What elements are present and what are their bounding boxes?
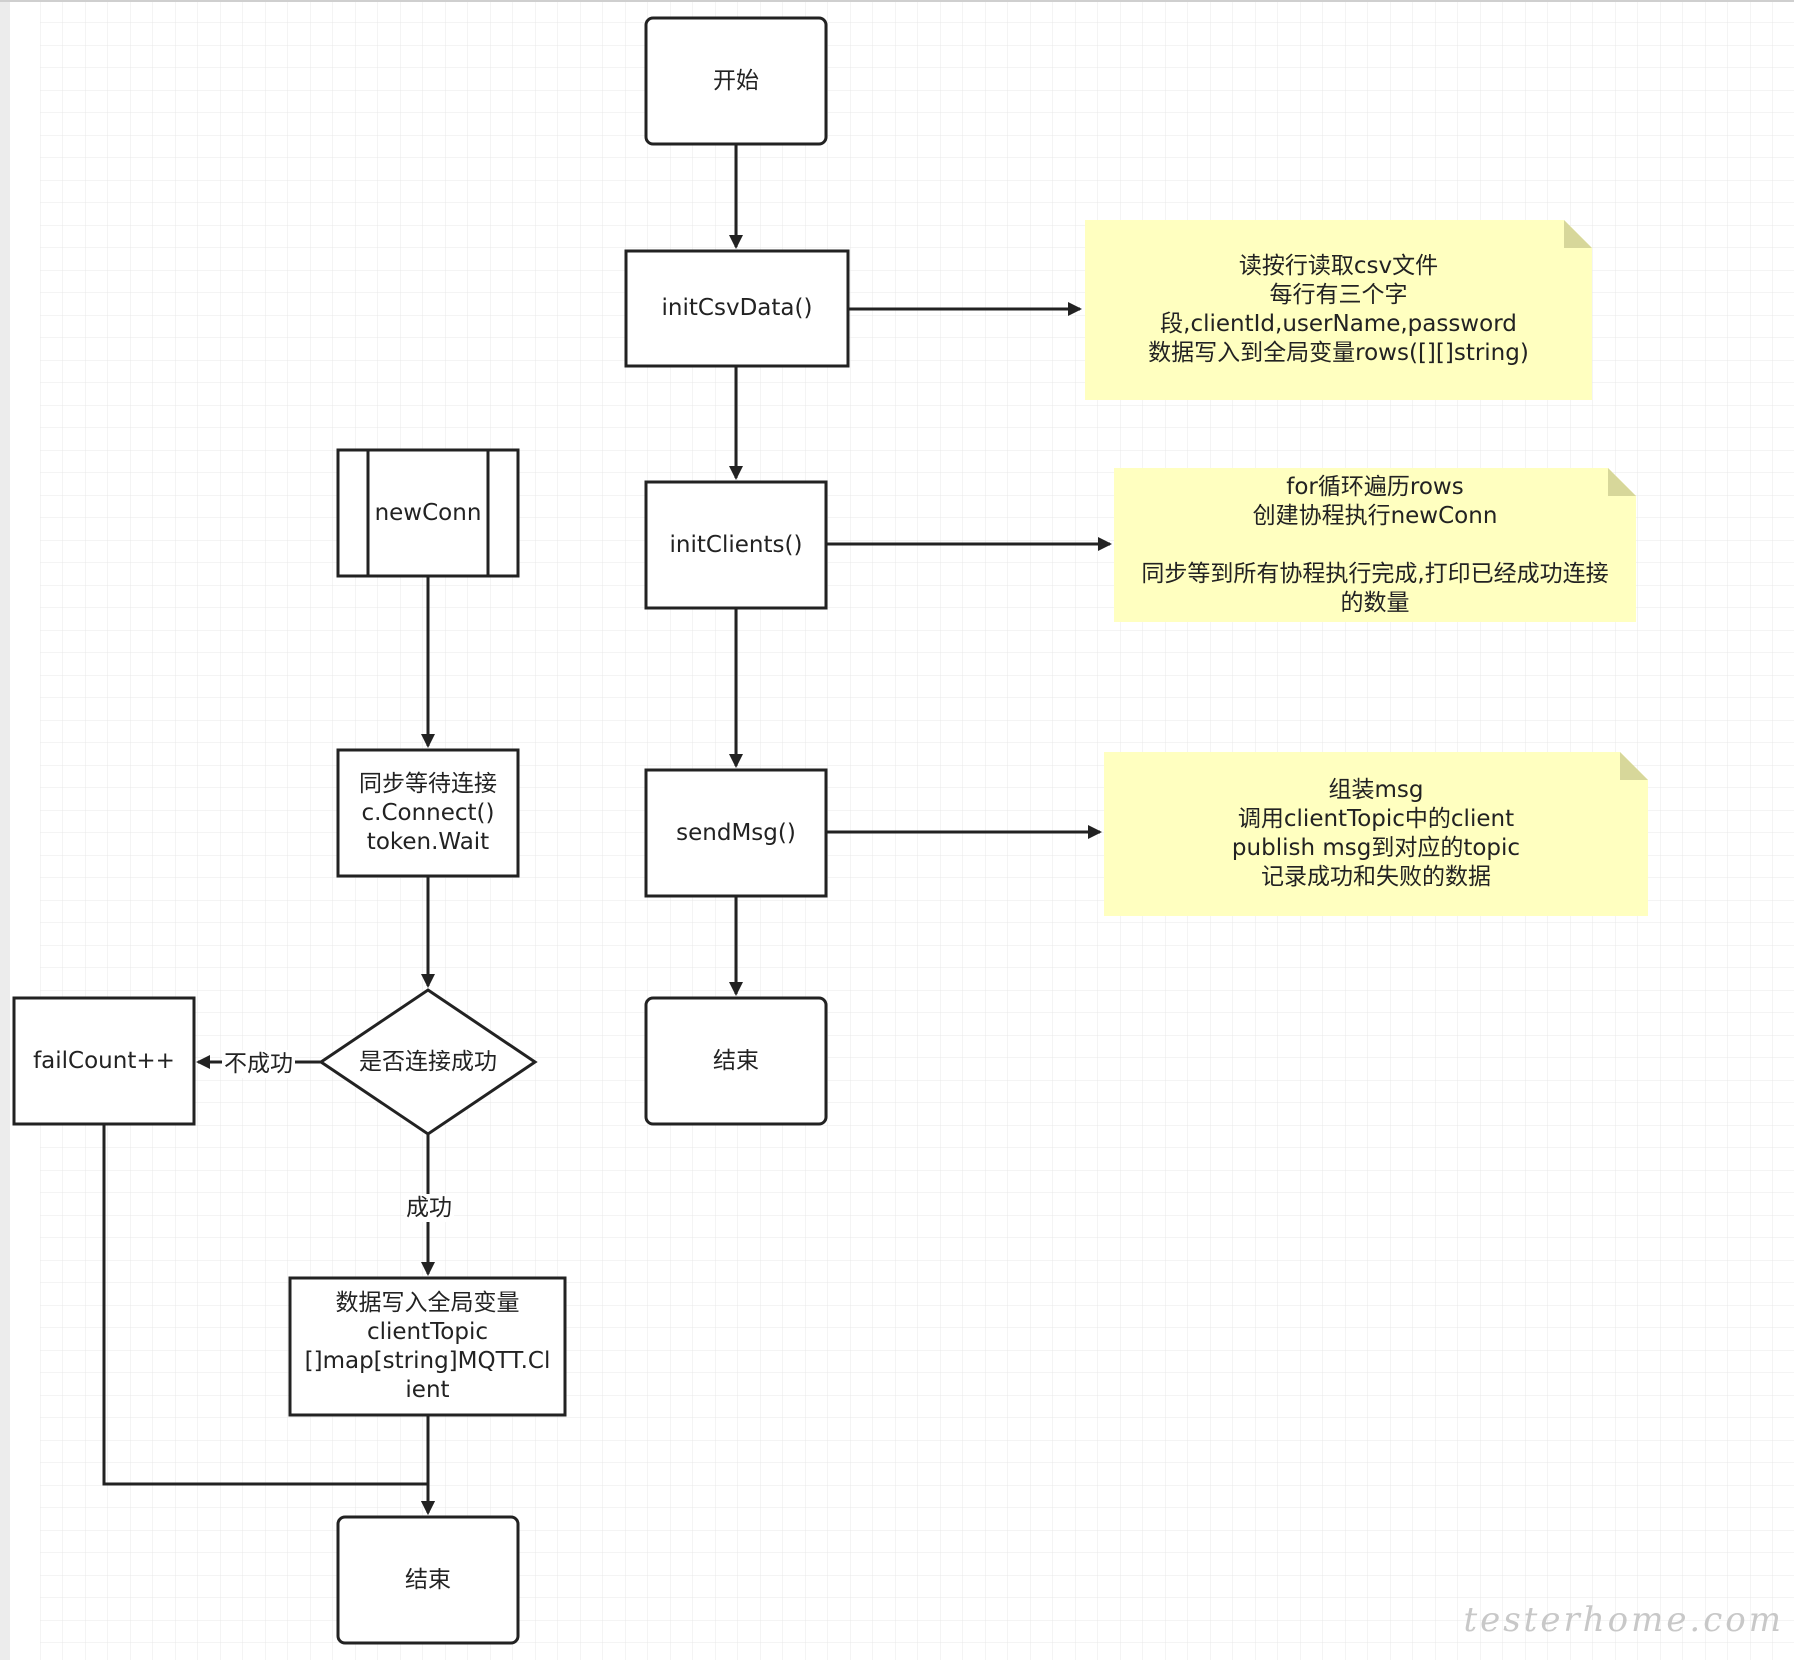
edge-label-success: 成功 [404,1194,454,1222]
note-csv-line: 每行有三个字 [1269,282,1408,308]
write-topic-line: ient [405,1376,450,1403]
note-msg-text: 组装msg 调用clientTopic中的client publish msg到… [1104,752,1648,916]
node-main-end-label: 结束 [713,1047,759,1074]
edge-fail-to-end [102,1124,435,1515]
note-csv-line: 段,clientId,userName,password [1160,311,1517,337]
note-csv-text: 读按行读取csv文件 每行有三个字 段,clientId,userName,pa… [1085,220,1592,400]
top-border [0,0,1794,2]
write-topic-line: clientTopic [366,1318,489,1345]
node-decision-label: 是否连接成功 [359,1048,497,1075]
note-msg-corner [1620,752,1648,780]
note-clients-corner [1608,468,1636,496]
note-csv-corner [1564,220,1592,248]
note-msg-line: publish msg到对应的topic [1231,835,1521,861]
note-msg-line: 组装msg [1328,777,1424,803]
wait-connect-line: c.Connect() [361,799,495,826]
note-csv-line: 数据写入到全局变量rows([][]string) [1148,340,1529,366]
note-msg-line: 调用clientTopic中的client [1237,806,1515,832]
note-csv-line: 读按行读取csv文件 [1238,253,1439,279]
note-clients-line: for循环遍历rows [1286,473,1464,500]
node-write-topic-text: 数据写入全局变量 clientTopic []map[string]MQTT.C… [290,1278,565,1415]
edge-label-fail: 不成功 [222,1050,295,1078]
wait-connect-line: 同步等待连接 [359,770,497,797]
node-main-end[interactable] [644,996,828,1126]
node-init-clients-label: initClients() [669,531,803,558]
write-topic-line: 数据写入全局变量 [335,1289,520,1316]
node-init-csv-data-label: initCsvData() [661,295,813,321]
note-clients-text: for循环遍历rows 创建协程执行newConn 同步等到所有协程执行完成,打… [1114,468,1636,622]
note-msg-line: 记录成功和失败的数据 [1261,864,1491,890]
node-wait-connect-text: 同步等待连接 c.Connect() token.Wait [338,750,518,876]
node-write-topic[interactable] [288,1276,567,1417]
note-csv-shape[interactable] [1085,220,1592,400]
node-fail-count-label: failCount++ [33,1047,175,1074]
wait-connect-line: token.Wait [366,828,490,855]
note-clients-line: 的数量 [1340,589,1410,616]
note-msg-shape[interactable] [1104,752,1648,916]
node-start-label: 开始 [713,67,759,94]
node-new-conn-label: newConn [374,499,482,526]
node-send-msg-label: sendMsg() [676,819,796,846]
node-sub-end-label: 结束 [405,1566,451,1593]
note-clients-line: 同步等到所有协程执行完成,打印已经成功连接 [1141,560,1609,587]
left-gutter [0,0,10,1660]
watermark: testerhome.com [1463,1600,1784,1640]
write-topic-line: []map[string]MQTT.Cl [304,1347,551,1374]
node-sub-end[interactable] [336,1515,520,1645]
node-fail-count[interactable] [12,996,196,1126]
note-clients-line: 创建协程执行newConn [1252,502,1498,529]
note-clients-shape[interactable] [1114,468,1636,622]
